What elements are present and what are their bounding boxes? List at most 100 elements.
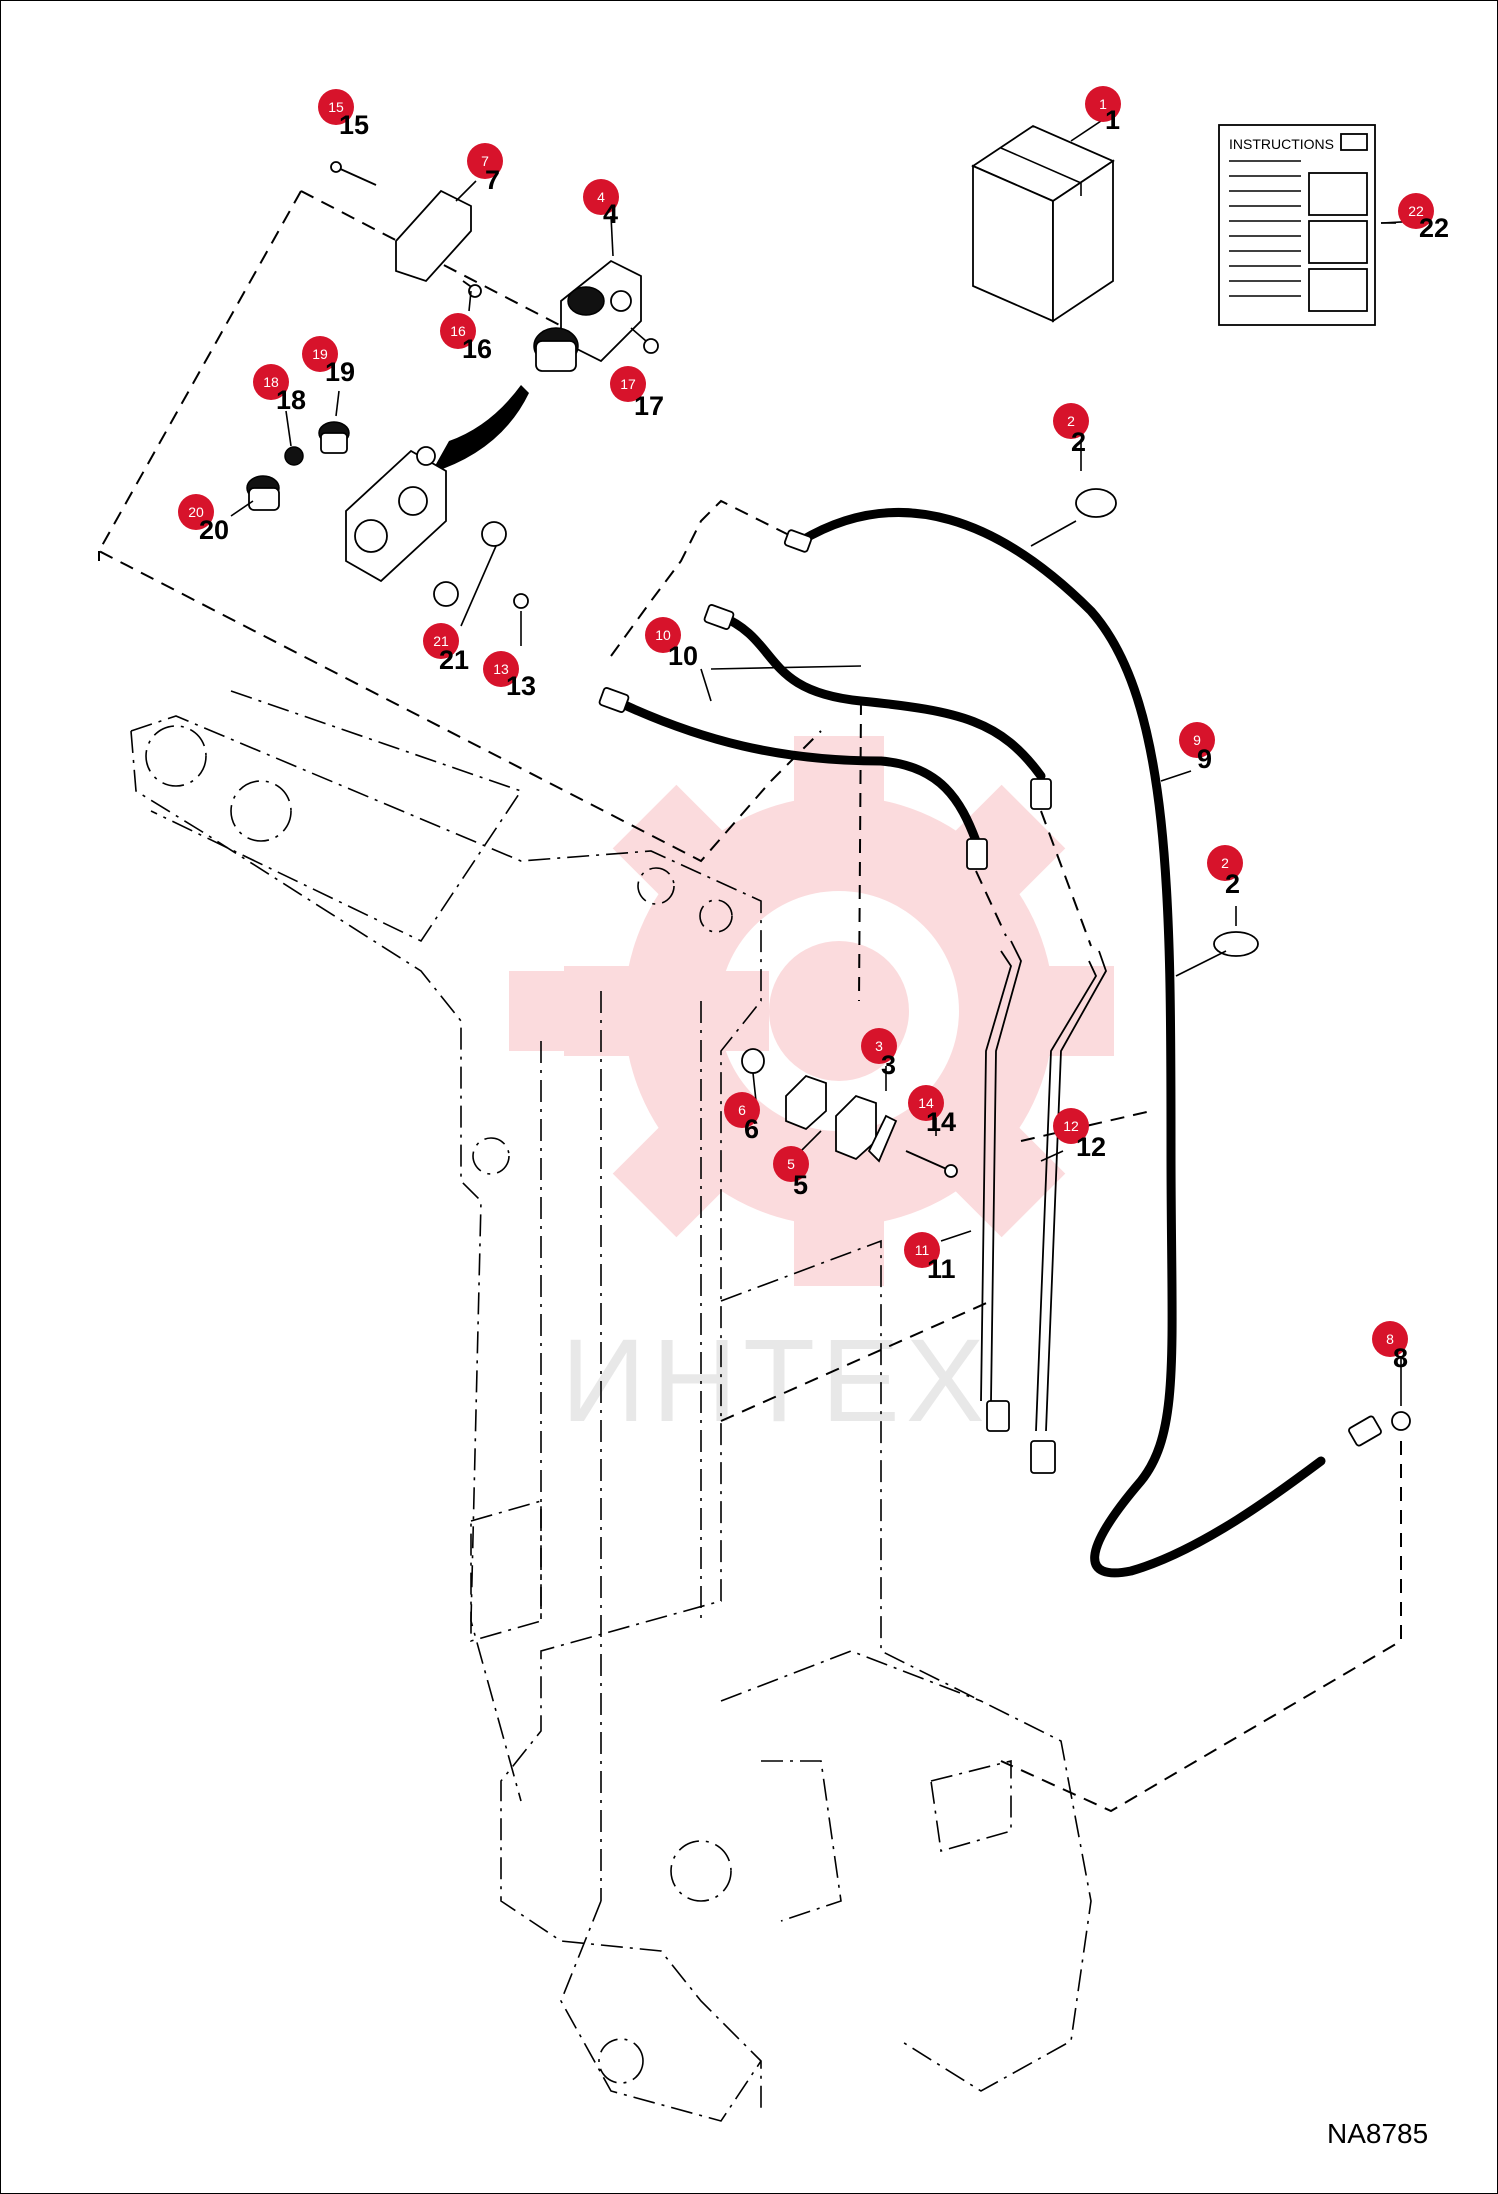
callout-8: 8 8 xyxy=(1372,1321,1408,1373)
callout-badge xyxy=(302,336,338,372)
bracket-icon xyxy=(395,189,472,283)
bolt-16-icon xyxy=(462,280,482,298)
callout-badge-text: 11 xyxy=(915,1242,930,1258)
watermark-text: ИНТЕХ xyxy=(561,1315,991,1447)
callout-21: 21 21 xyxy=(423,623,469,675)
callout-badge xyxy=(1398,193,1434,229)
part-number: 2 xyxy=(1071,427,1086,457)
excavator-boom-outline-icon xyxy=(130,715,1092,2122)
callout-badge-text: 1 xyxy=(1099,96,1107,112)
detail-arrow-icon xyxy=(431,385,529,473)
part-number: 5 xyxy=(793,1170,808,1200)
callout-badge-text: 16 xyxy=(450,323,466,339)
callout-badge-text: 4 xyxy=(597,189,605,205)
callout-22: 22 22 xyxy=(1398,193,1449,243)
part-number: 7 xyxy=(485,165,500,195)
part-number: 9 xyxy=(1197,744,1212,774)
callout-badge xyxy=(861,1028,897,1064)
callout-badge-text: 17 xyxy=(620,376,636,392)
part-number: 12 xyxy=(1076,1132,1106,1162)
callout-badge xyxy=(178,494,214,530)
callout-badge xyxy=(773,1146,809,1182)
fitting-19-icon xyxy=(318,421,350,454)
callout-badge-text: 22 xyxy=(1408,203,1424,219)
fitting-18-icon xyxy=(284,446,304,466)
callout-1: 1 1 xyxy=(1085,86,1121,135)
part-number: 11 xyxy=(927,1254,956,1284)
callout-badge-text: 14 xyxy=(918,1095,934,1111)
hose-end-fittings-icon xyxy=(598,529,1052,870)
part-number: 14 xyxy=(926,1107,956,1137)
part-number: 22 xyxy=(1419,213,1449,243)
callout-badge-text: 18 xyxy=(263,374,279,390)
callout-badge-text: 10 xyxy=(655,627,671,643)
part-number: 6 xyxy=(744,1114,759,1144)
kit-box-icon xyxy=(971,124,1115,323)
callout-13: 13 13 xyxy=(483,651,536,701)
valve-body-detail-icon xyxy=(345,446,447,583)
part-number: 13 xyxy=(506,671,536,701)
callout-badge xyxy=(1179,722,1215,758)
part-number: 8 xyxy=(1393,1343,1408,1373)
callout-badge xyxy=(1053,1108,1089,1144)
callout-15: 15 15 xyxy=(318,89,369,140)
callout-badge xyxy=(904,1232,940,1268)
callout-badge xyxy=(645,617,681,653)
fitting-13-icon xyxy=(513,593,529,609)
callout-badge xyxy=(440,313,476,349)
callout-badge xyxy=(423,623,459,659)
part-number: 2 xyxy=(1225,869,1240,899)
callout-badge xyxy=(583,179,619,215)
part-number: 4 xyxy=(603,199,618,229)
callout-badge xyxy=(1207,845,1243,881)
part-number: 20 xyxy=(199,515,229,545)
callout-badge-text: 12 xyxy=(1063,1118,1079,1134)
callout-7: 7 7 xyxy=(467,143,503,195)
callout-18: 18 18 xyxy=(253,364,306,415)
part-number: 16 xyxy=(462,334,492,364)
bolt-15-icon xyxy=(330,161,377,186)
part-number: 10 xyxy=(668,641,698,671)
callout-badge xyxy=(1085,86,1121,122)
callout-11: 11 11 xyxy=(904,1232,956,1284)
fitting-8-icon xyxy=(1348,1411,1411,1447)
callout-5: 5 5 xyxy=(773,1146,809,1200)
part-number: 18 xyxy=(276,385,306,415)
part-number: 15 xyxy=(339,110,369,140)
part-number: 3 xyxy=(881,1050,896,1080)
callout-badge-text: 6 xyxy=(738,1102,746,1118)
fitting-21-icon xyxy=(433,521,507,607)
callout-badge-text: 9 xyxy=(1193,732,1201,748)
callout-badge-text: 20 xyxy=(188,504,204,520)
callout-badge xyxy=(483,651,519,687)
hose-10-lower-icon xyxy=(611,696,981,846)
part-number: 1 xyxy=(1105,105,1120,135)
callout-12: 12 12 xyxy=(1053,1108,1106,1162)
hose-clamp-icon xyxy=(1075,488,1259,957)
callout-badge-text: 2 xyxy=(1067,413,1075,429)
callout-badge xyxy=(318,89,354,125)
watermark-gear-icon xyxy=(509,736,1114,1286)
callout-badge xyxy=(724,1092,760,1128)
callout-badge xyxy=(467,143,503,179)
callout-17: 17 17 xyxy=(610,366,664,421)
part-number: 21 xyxy=(439,645,469,675)
callout-badge-text: 15 xyxy=(328,99,344,115)
callout-badge xyxy=(253,364,289,400)
instructions-title: INSTRUCTIONS xyxy=(1229,136,1334,152)
callout-20: 20 20 xyxy=(178,494,229,545)
callout-badge-text: 3 xyxy=(875,1038,883,1054)
callout-badge-text: 13 xyxy=(493,661,509,677)
nut-17-icon xyxy=(643,338,659,354)
callout-badge xyxy=(908,1085,944,1121)
callout-9: 9 9 xyxy=(1179,722,1215,774)
callout-6: 6 6 xyxy=(724,1092,760,1144)
callout-19: 19 19 xyxy=(302,336,355,387)
fitting-20-icon xyxy=(246,475,280,511)
callout-2-right: 2 2 xyxy=(1207,845,1243,899)
callout-4: 4 4 xyxy=(583,179,619,229)
callout-badge xyxy=(1372,1321,1408,1357)
callout-14: 14 14 xyxy=(908,1085,956,1137)
callout-badge-text: 2 xyxy=(1221,855,1229,871)
